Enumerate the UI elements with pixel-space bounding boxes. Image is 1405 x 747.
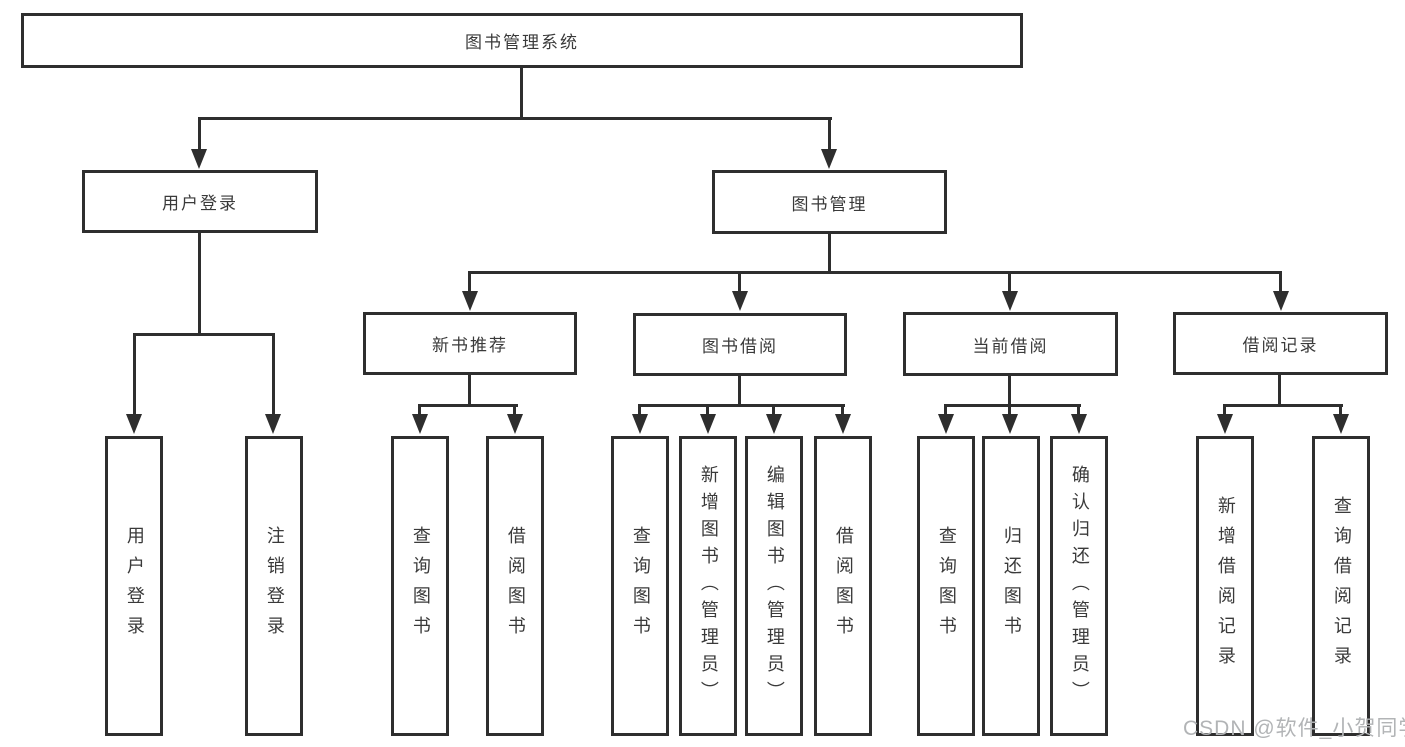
connector-vline <box>1008 404 1011 416</box>
watermark: CSDN @软件_小贺同学 <box>1183 717 1405 740</box>
node-user-login-leaf: 用户登录 <box>105 436 163 736</box>
node-book-management-label: 图书管理 <box>791 194 868 214</box>
node-borrow-query-books-label: 查询图书 <box>630 526 651 646</box>
arrowhead-down-icon <box>507 414 523 434</box>
arrowhead-down-icon <box>126 414 142 434</box>
node-user-login-leaf-label: 用户登录 <box>124 526 145 646</box>
node-user-login: 用户登录 <box>82 170 318 233</box>
node-borrow-query-books: 查询图书 <box>611 436 669 736</box>
connector-hline <box>418 404 518 407</box>
node-recommend-query-books: 查询图书 <box>391 436 449 736</box>
arrowhead-down-icon <box>632 414 648 434</box>
node-root: 图书管理系统 <box>21 13 1023 68</box>
connector-vline <box>706 404 709 416</box>
node-book-borrow: 图书借阅 <box>633 313 847 376</box>
node-edit-book-admin: 编辑图书（管理员） <box>745 436 803 736</box>
node-borrow-books-leaf-label: 借阅图书 <box>833 526 854 646</box>
arrowhead-down-icon <box>938 414 954 434</box>
connector-vline <box>1008 271 1011 293</box>
connector-vline <box>1077 404 1080 416</box>
connector-hline <box>468 271 1282 274</box>
node-query-borrow-record-label: 查询借阅记录 <box>1331 496 1352 676</box>
connector-vline <box>272 333 275 416</box>
arrowhead-down-icon <box>265 414 281 434</box>
arrowhead-down-icon <box>1002 291 1018 311</box>
arrowhead-down-icon <box>1002 414 1018 434</box>
arrowhead-down-icon <box>1071 414 1087 434</box>
node-add-borrow-record: 新增借阅记录 <box>1196 436 1254 736</box>
connector-hline <box>1223 404 1343 407</box>
connector-vline <box>520 66 523 120</box>
node-query-borrow-record: 查询借阅记录 <box>1312 436 1370 736</box>
connector-vline <box>198 231 201 336</box>
arrowhead-down-icon <box>412 414 428 434</box>
node-add-book-admin: 新增图书（管理员） <box>679 436 737 736</box>
connector-hline <box>944 404 1081 407</box>
arrowhead-down-icon <box>462 291 478 311</box>
connector-vline <box>841 404 844 416</box>
node-current-borrow: 当前借阅 <box>903 312 1118 376</box>
connector-vline <box>828 232 831 274</box>
arrowhead-down-icon <box>700 414 716 434</box>
node-new-book-recommend: 新书推荐 <box>363 312 577 375</box>
node-recommend-borrow-books: 借阅图书 <box>486 436 544 736</box>
connector-vline <box>1339 404 1342 416</box>
connector-vline <box>1278 373 1281 407</box>
connector-hline <box>198 117 832 120</box>
connector-vline <box>513 404 516 416</box>
node-new-book-recommend-label: 新书推荐 <box>432 336 508 355</box>
arrowhead-down-icon <box>766 414 782 434</box>
node-logout: 注销登录 <box>245 436 303 736</box>
node-borrow-books-leaf: 借阅图书 <box>814 436 872 736</box>
arrowhead-down-icon <box>1333 414 1349 434</box>
node-user-login-label: 用户登录 <box>162 194 238 213</box>
node-current-query-books-label: 查询图书 <box>936 526 957 646</box>
node-confirm-return-admin-label: 确认归还（管理员） <box>1069 464 1090 708</box>
arrowhead-down-icon <box>1273 291 1289 311</box>
node-borrow-records-label: 借阅记录 <box>1242 336 1319 355</box>
connector-vline <box>944 404 947 416</box>
connector-vline <box>468 373 471 407</box>
node-root-label: 图书管理系统 <box>465 33 579 52</box>
node-book-borrow-label: 图书借阅 <box>702 337 778 356</box>
connector-vline <box>133 333 136 416</box>
connector-vline <box>638 404 641 416</box>
connector-vline <box>828 117 831 151</box>
connector-vline <box>738 271 741 293</box>
connector-vline <box>1223 404 1226 416</box>
connector-vline <box>1279 271 1282 293</box>
node-logout-label: 注销登录 <box>264 526 285 646</box>
node-borrow-records: 借阅记录 <box>1173 312 1388 375</box>
connector-vline <box>1008 373 1011 407</box>
node-book-management: 图书管理 <box>712 170 947 234</box>
node-add-book-admin-label: 新增图书（管理员） <box>698 464 719 708</box>
connector-vline <box>418 404 421 416</box>
arrowhead-down-icon <box>732 291 748 311</box>
connector-vline <box>772 404 775 416</box>
node-confirm-return-admin: 确认归还（管理员） <box>1050 436 1108 736</box>
connector-vline <box>468 271 471 293</box>
node-recommend-query-books-label: 查询图书 <box>410 526 431 646</box>
connector-hline <box>133 333 275 336</box>
node-current-query-books: 查询图书 <box>917 436 975 736</box>
node-edit-book-admin-label: 编辑图书（管理员） <box>764 464 785 708</box>
node-return-book-label: 归还图书 <box>1001 526 1022 646</box>
arrowhead-down-icon <box>1217 414 1233 434</box>
node-recommend-borrow-books-label: 借阅图书 <box>505 526 526 646</box>
arrowhead-down-icon <box>821 149 837 169</box>
node-return-book: 归还图书 <box>982 436 1040 736</box>
connector-vline <box>738 374 741 407</box>
connector-vline <box>198 117 201 151</box>
node-current-borrow-label: 当前借阅 <box>972 336 1049 356</box>
arrowhead-down-icon <box>835 414 851 434</box>
node-add-borrow-record-label: 新增借阅记录 <box>1215 496 1236 676</box>
arrowhead-down-icon <box>191 149 207 169</box>
connector-hline <box>638 404 845 407</box>
